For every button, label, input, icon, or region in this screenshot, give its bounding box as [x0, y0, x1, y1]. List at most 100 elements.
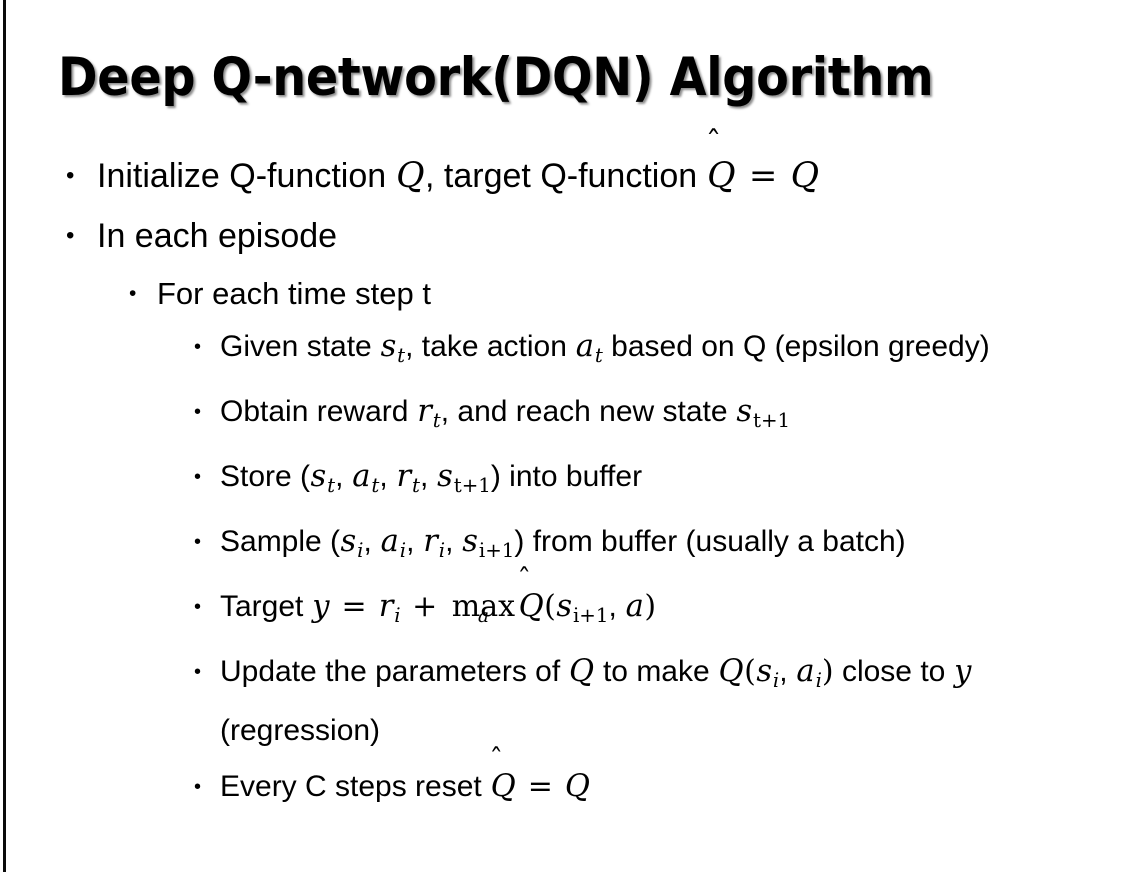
- math-var-q-hat-base: Q: [707, 156, 736, 196]
- text-comma: ,: [363, 524, 381, 558]
- math-paren-open: (: [544, 588, 556, 624]
- math-sub-i: i: [394, 603, 401, 627]
- slide-body: • Initialize Q-function Q, target Q-func…: [0, 146, 1124, 812]
- text-initialize-pre: Initialize Q-function: [97, 157, 396, 195]
- text-initialize-mid: , target Q-function: [425, 157, 707, 195]
- math-max-underscript-a: a: [477, 606, 489, 628]
- math-sub-i: i: [357, 538, 364, 562]
- bullet-target-equation: • Target y = ri + maxâQ(si+1, a): [0, 582, 1124, 641]
- math-sub-t: t: [371, 473, 380, 497]
- text-update-post: close to: [833, 654, 954, 688]
- math-var-y: y: [954, 653, 972, 689]
- bullet-given-state-text: Given state st, take action at based on …: [220, 322, 1094, 381]
- math-var-q-target: Q: [790, 156, 820, 196]
- bullet-initialize-q-function: • Initialize Q-function Q, target Q-func…: [0, 146, 1124, 206]
- math-sub-i: i: [399, 538, 407, 562]
- text-comma: ,: [779, 654, 796, 688]
- math-sub-t: t: [432, 408, 441, 432]
- math-var-q-eval: Q: [718, 653, 744, 689]
- text-store-pre: Store (: [220, 459, 311, 493]
- bullet-marker: •: [194, 336, 202, 358]
- math-var-y: y: [312, 588, 330, 624]
- bullet-every-c-steps-reset: • Every C steps reset ̂Q = Q: [0, 762, 1124, 812]
- math-var-q: Q: [564, 768, 590, 804]
- slide-left-accent-rule: [3, 0, 6, 872]
- bullet-in-each-episode: • In each episode: [0, 206, 1124, 266]
- math-sub-i-plus-1: i+1: [478, 538, 515, 562]
- math-sub-i-plus-1: i+1: [572, 603, 609, 627]
- bullet-store-into-buffer: • Store (st, at, rt, st+1) into buffer: [0, 452, 1124, 511]
- math-plus: +: [402, 588, 447, 624]
- bullet-marker: •: [66, 222, 75, 249]
- math-sub-t: t: [397, 343, 406, 367]
- text-given-pre: Given state: [220, 330, 381, 363]
- bullet-every-c-text: Every C steps reset ̂Q = Q: [220, 762, 1094, 812]
- math-var-r: r: [396, 458, 412, 494]
- math-var-s: s: [756, 653, 773, 689]
- bullet-sample-from-buffer: • Sample (si, ai, ri, si+1) from buffer …: [0, 517, 1124, 576]
- bullet-in-each-episode-text: In each episode: [97, 217, 338, 255]
- math-var-q-hat-base: Q: [490, 768, 516, 804]
- math-equals: =: [738, 156, 789, 196]
- text-comma: ,: [608, 589, 626, 623]
- bullet-sample-text: Sample (si, ai, ri, si+1) from buffer (u…: [220, 517, 1094, 576]
- text-comma: ,: [445, 524, 462, 558]
- bullet-marker: •: [194, 595, 202, 618]
- bullet-marker: •: [194, 530, 202, 553]
- bullet-target-text: Target y = ri + maxâQ(si+1, a): [220, 582, 1094, 641]
- text-given-post: based on Q (epsilon greedy): [602, 330, 990, 363]
- math-sub-t-plus-1: t+1: [753, 408, 791, 432]
- math-max-label: max: [451, 588, 516, 624]
- math-var-s: s: [380, 329, 397, 364]
- math-var-a: a: [625, 588, 644, 624]
- text-store-post: ) into buffer: [490, 459, 643, 493]
- text-obtain-pre: Obtain reward: [220, 394, 417, 428]
- math-var-s: s: [310, 458, 327, 494]
- bullet-given-state: • Given state st, take action at based o…: [0, 322, 1124, 381]
- bullet-update-parameters: • Update the parameters of Q to make Q(s…: [0, 647, 1124, 756]
- math-var-r: r: [378, 588, 394, 624]
- bullet-store-text: Store (st, at, rt, st+1) into buffer: [220, 452, 1094, 511]
- text-sample-pre: Sample (: [220, 524, 341, 558]
- text-update-pre: Update the parameters of: [220, 654, 569, 688]
- text-given-mid: , take action: [405, 330, 576, 363]
- bullet-marker: •: [194, 465, 202, 488]
- math-var-q-hat-base: Q: [518, 588, 544, 624]
- math-var-q: Q: [569, 653, 595, 689]
- bullet-marker: •: [194, 400, 202, 423]
- bullet-marker: •: [66, 162, 75, 189]
- text-comma: ,: [379, 459, 397, 493]
- math-paren-close: ): [644, 588, 657, 624]
- math-sub-t: t: [412, 473, 420, 497]
- math-var-q: Q: [396, 156, 425, 196]
- math-equals: =: [518, 768, 563, 804]
- math-sub-t: t: [327, 473, 336, 497]
- text-update-mid: to make: [594, 654, 719, 688]
- text-comma: ,: [419, 459, 437, 493]
- bullet-initialize-text: Initialize Q-function Q, target Q-functi…: [97, 146, 1124, 206]
- text-comma: ,: [406, 524, 423, 558]
- bullet-obtain-reward-text: Obtain reward rt, and reach new state st…: [220, 387, 1094, 446]
- text-target-pre: Target: [220, 589, 312, 623]
- math-paren-open: (: [744, 653, 756, 689]
- bullet-marker: •: [129, 282, 137, 305]
- math-var-a: a: [380, 523, 399, 559]
- math-var-q-hat: ̂Q: [707, 146, 736, 206]
- bullet-marker: •: [194, 775, 202, 798]
- math-sub-i: i: [815, 668, 822, 692]
- math-paren-close: ): [821, 653, 834, 689]
- math-equals: =: [332, 588, 377, 624]
- text-comma: ,: [335, 459, 352, 493]
- math-var-s: s: [736, 393, 753, 429]
- math-var-s-next: s: [437, 458, 453, 494]
- math-var-q-hat: ̂Q: [518, 582, 544, 632]
- text-update-tail: (regression): [220, 713, 381, 747]
- math-var-q-hat: ̂Q: [490, 762, 516, 812]
- bullet-update-text: Update the parameters of Q to make Q(si,…: [220, 647, 1094, 756]
- text-sample-post: ) from buffer (usually a batch): [514, 524, 906, 558]
- math-sub-t: t: [594, 343, 603, 367]
- math-var-r: r: [423, 523, 438, 559]
- math-var-r: r: [417, 393, 432, 429]
